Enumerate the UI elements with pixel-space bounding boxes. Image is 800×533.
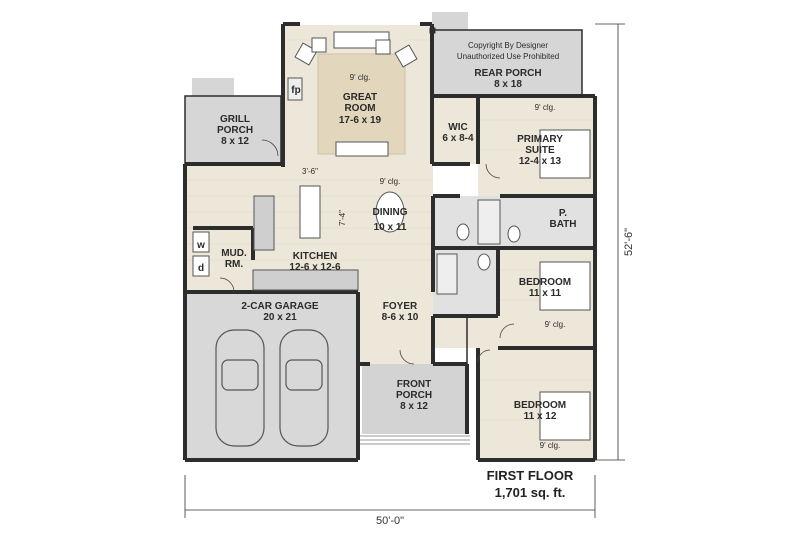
island-icon [299,185,321,239]
dining-dim: 7'-4" [338,210,347,226]
primary-size: 12-4 x 13 [519,156,562,167]
great-room-name-1: GREAT [343,92,377,103]
walls [183,22,597,462]
foyer-name: FOYER [383,301,418,312]
bedroom2-name: BEDROOM [514,400,566,411]
grill-porch-size: 8 x 12 [221,136,249,147]
island-dim: 3'-6" [302,167,318,176]
front-porch-name-1: FRONT [397,379,431,390]
copyright-line-2: Unauthorized Use Prohibited [457,52,559,61]
dimension-lines [184,23,625,518]
mud-room-name-2: RM. [225,259,244,270]
width-dimension: 50'-0" [376,515,404,527]
copyright-line-1: Copyright By Designer [468,41,548,50]
door-swings [219,139,515,365]
primary-ceiling: 9' clg. [535,103,556,112]
p-bath-name-2: BATH [549,219,576,230]
great-room-name-2: ROOM [344,103,375,114]
bedroom1-size: 11 x 11 [529,288,562,299]
sofa-icon [335,141,389,157]
floor-title: FIRST FLOOR [487,468,574,483]
fixtures [192,31,591,441]
dining-size: 10 x 11 [374,222,407,233]
floor-fills [185,12,593,460]
bedroom2-size: 11 x 12 [524,411,557,422]
bed-icon [539,261,591,311]
rear-porch-size: 8 x 18 [494,79,522,90]
kitchen-size: 12-6 x 12-6 [289,262,341,273]
dryer-label: d [198,263,204,274]
mud-room-name-1: MUD. [221,248,247,259]
p-bath-name-1: P. [559,208,567,219]
primary-name-1: PRIMARY [517,134,563,145]
great-room-size: 17-6 x 19 [339,115,382,126]
bedroom2-ceiling: 9' clg. [540,441,561,450]
bedroom1-name: BEDROOM [519,277,571,288]
great-room-ceiling: 9' clg. [350,73,371,82]
wic-name: WIC [448,122,467,133]
kitchen-name: KITCHEN [293,251,337,262]
thin-walls [184,29,583,364]
dining-name: DINING [373,207,408,218]
steps [360,435,470,445]
grill-porch-name-2: PORCH [217,125,253,136]
bedroom1-ceiling: 9' clg. [545,320,566,329]
garage-name: 2-CAR GARAGE [241,301,319,312]
depth-dimension: 52'-6" [623,228,635,256]
grill-porch-name-1: GRILL [220,114,250,125]
washer-label: w [196,240,205,251]
rear-porch-name: REAR PORCH [474,68,541,79]
floor-area: 1,701 sq. ft. [495,485,566,500]
wic-size: 6 x 8-4 [442,133,474,144]
primary-name-2: SUITE [525,145,555,156]
car-icon [215,329,329,447]
dining-table-icon [375,191,405,233]
front-porch-size: 8 x 12 [400,401,428,412]
bed-icon [539,391,591,441]
garage-size: 20 x 21 [263,312,297,323]
front-porch-name-2: PORCH [396,390,432,401]
fireplace-label: fp [291,85,300,96]
bed-icon [539,129,591,179]
main-ceiling: 9' clg. [380,177,401,186]
foyer-size: 8-6 x 10 [382,312,419,323]
